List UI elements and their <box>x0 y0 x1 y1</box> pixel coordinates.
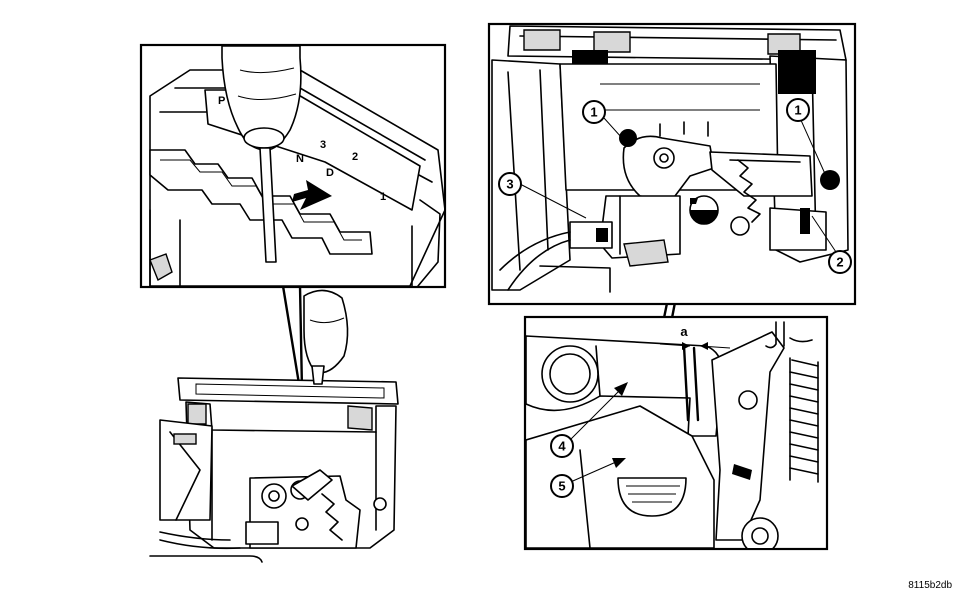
callout-2: 2 <box>828 250 852 274</box>
callout-4: 4 <box>550 434 574 458</box>
shifter-assembly-overview <box>149 289 399 563</box>
callout-5-label: 5 <box>558 479 565 494</box>
park-lock-cam <box>622 135 715 201</box>
gear-letter-3: 3 <box>320 139 326 151</box>
overview-shift-knob <box>303 289 349 374</box>
figure-reference-code: 8115b2db <box>908 580 952 591</box>
clearance-dimension-label: a <box>680 324 688 339</box>
gear-letter-2: 2 <box>352 151 358 163</box>
shift-lever-shaft <box>259 147 277 263</box>
gear-letter-p: P <box>218 95 225 107</box>
gear-letter-n: N <box>296 153 304 165</box>
gear-letter-d: D <box>326 167 334 179</box>
mechanism-detail-view: 1 1 2 3 <box>487 22 857 306</box>
callout-1-left: 1 <box>582 100 606 124</box>
callout-1-left-label: 1 <box>590 105 597 120</box>
callout-4-label: 4 <box>558 439 566 454</box>
callout-3-label: 3 <box>506 177 513 192</box>
push-direction-arrow-icon <box>292 180 332 210</box>
callout-3: 3 <box>498 172 522 196</box>
callout-5: 5 <box>550 474 574 498</box>
callout-2-label: 2 <box>836 255 843 270</box>
callout-1-right-label: 1 <box>794 103 801 118</box>
callout-1-right: 1 <box>786 98 810 122</box>
gear-letter-1: 1 <box>380 191 386 203</box>
clearance-magnified-view: a 4 5 <box>523 315 829 551</box>
shift-gate-inset: P R N D 3 2 1 <box>139 43 447 289</box>
